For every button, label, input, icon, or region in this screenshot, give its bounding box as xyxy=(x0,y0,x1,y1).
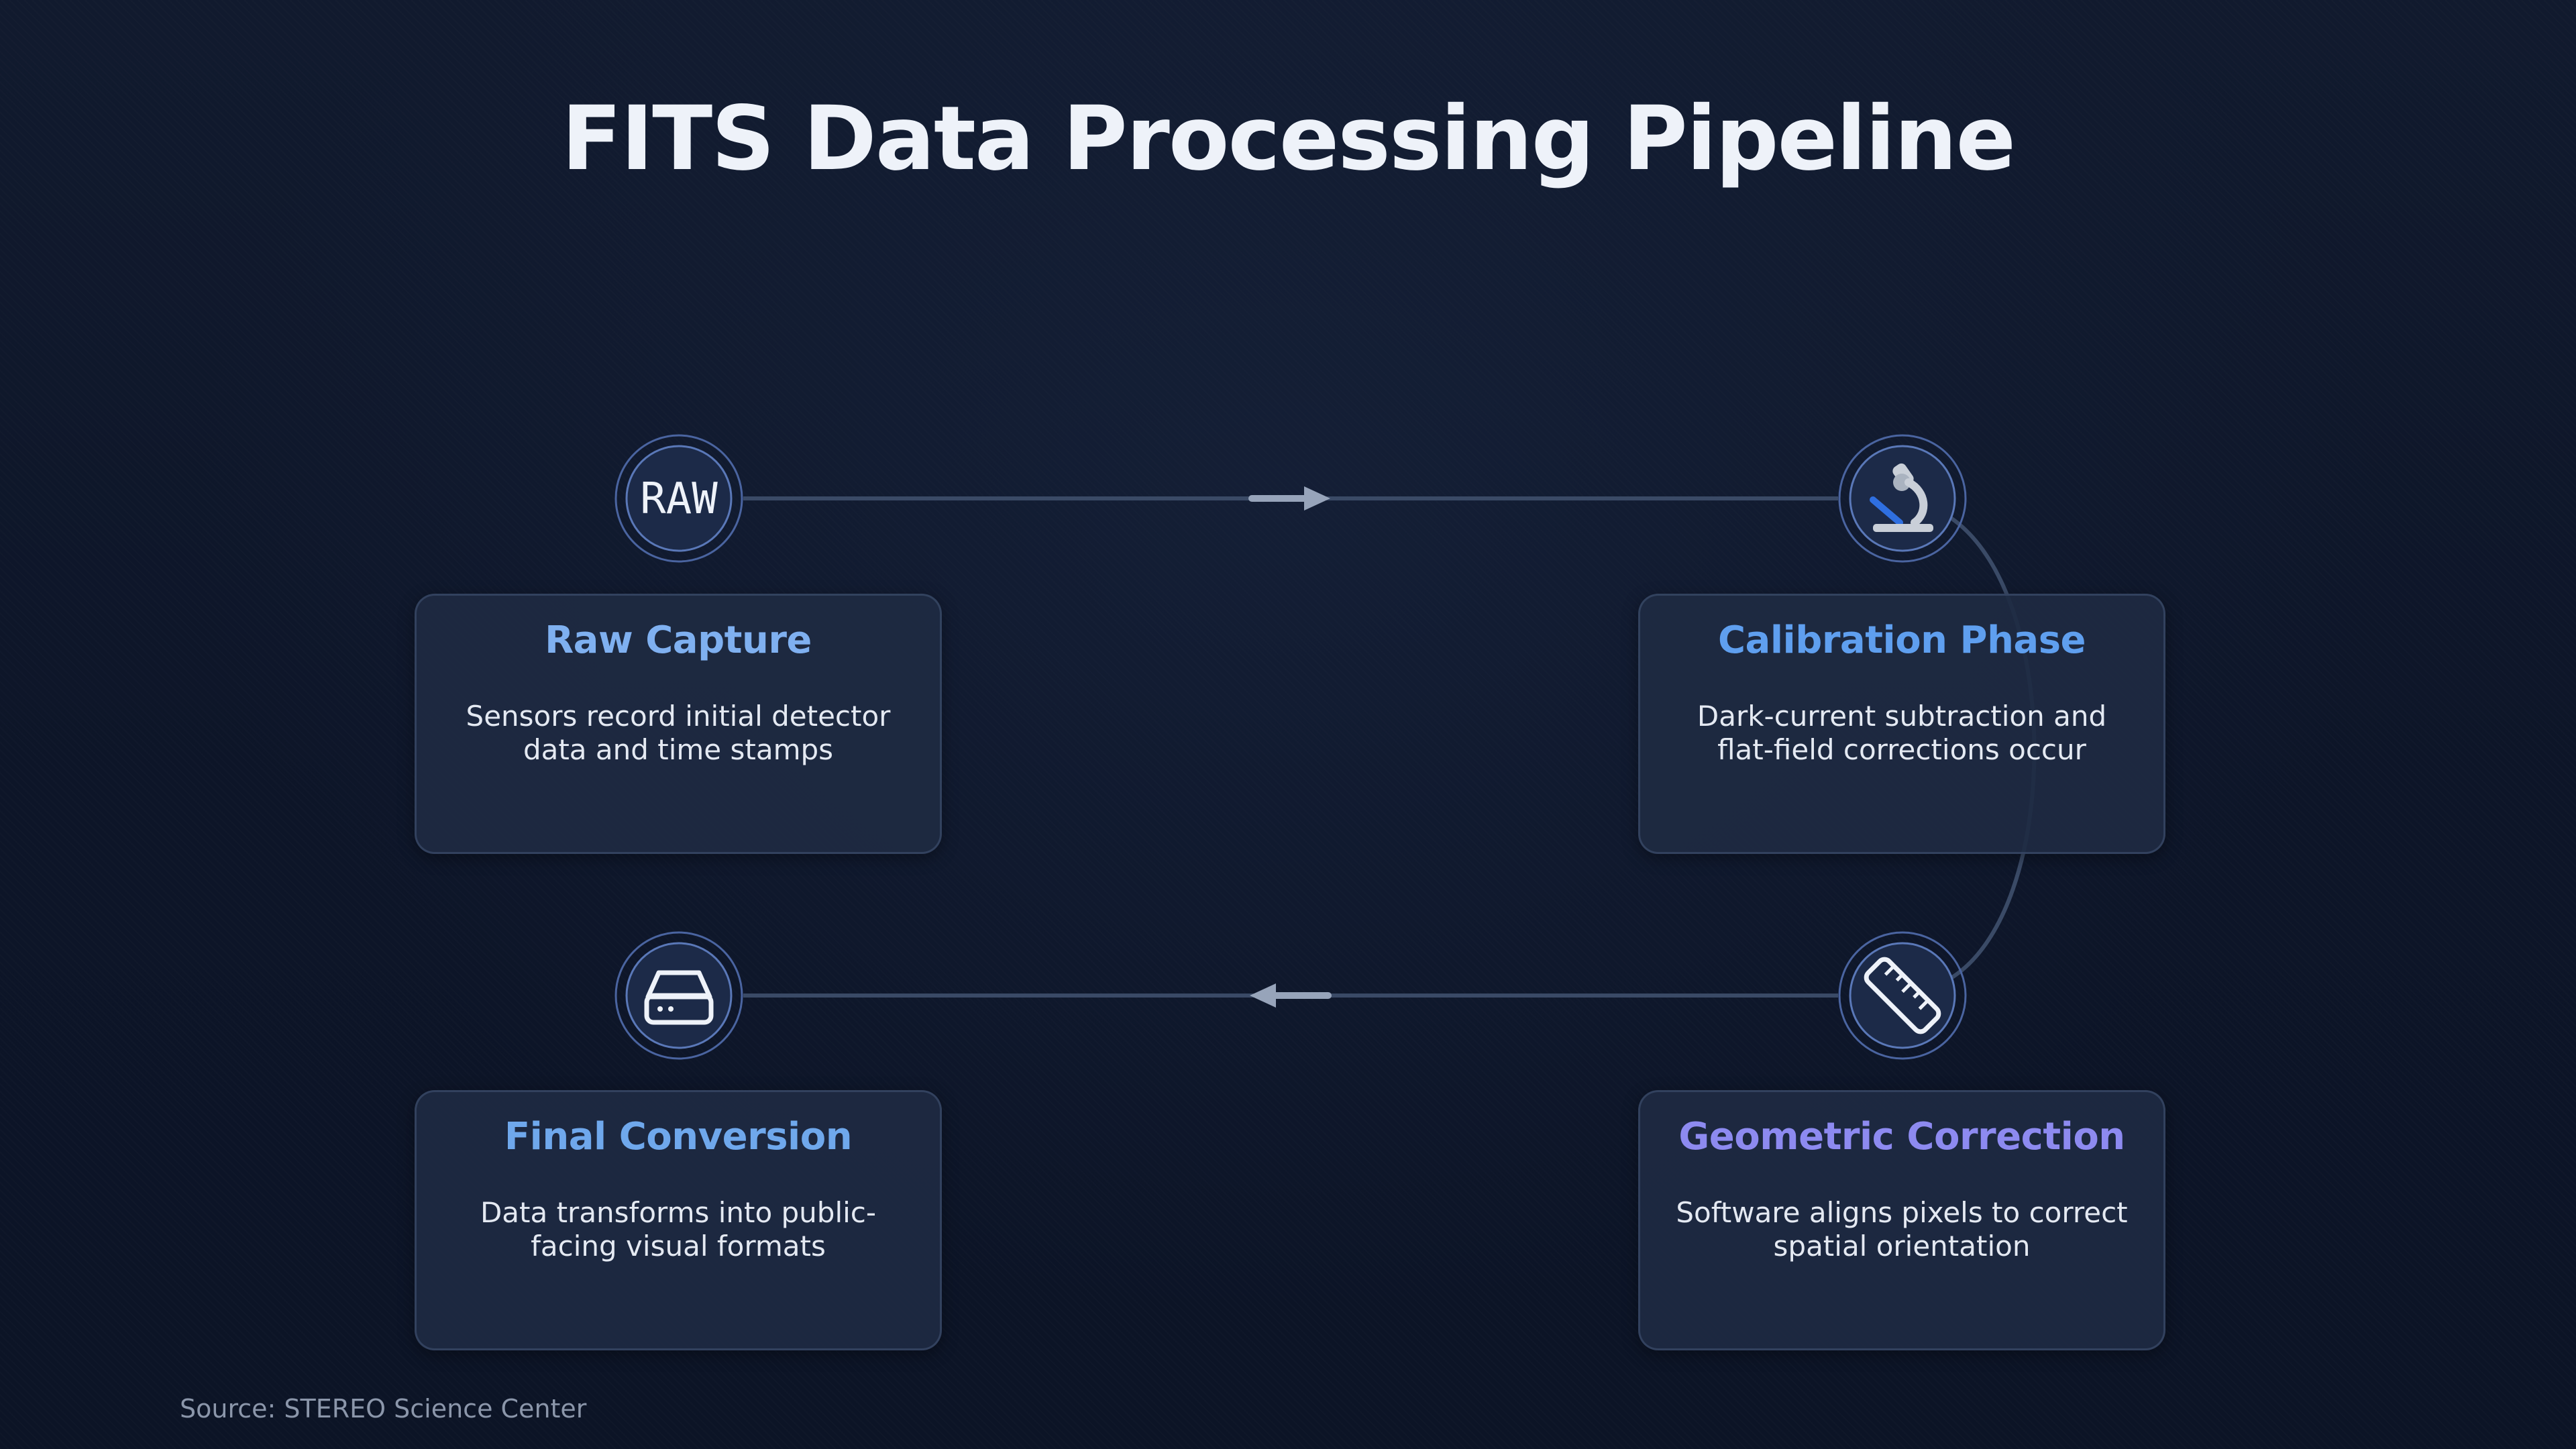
stage-node-final xyxy=(614,931,743,1060)
stage-title: Geometric Correction xyxy=(1678,1115,2125,1159)
hard-drive-icon xyxy=(614,931,743,1060)
stage-title: Final Conversion xyxy=(504,1115,853,1159)
stage-node-geometric xyxy=(1838,931,1967,1060)
page-title: FITS Data Processing Pipeline xyxy=(561,87,2016,191)
ruler-icon xyxy=(1838,931,1967,1060)
stage-title: Calibration Phase xyxy=(1717,619,2086,662)
svg-text:RAW: RAW xyxy=(640,474,718,524)
stage-description: Data transforms into public-facing visua… xyxy=(480,1196,877,1263)
stage-card-geometric-correction: Geometric Correction Software aligns pix… xyxy=(1638,1090,2165,1350)
stage-description: Software aligns pixels to correct spatia… xyxy=(1676,1196,2128,1263)
stage-node-raw: RAW xyxy=(614,434,743,563)
stage-card-final-conversion: Final Conversion Data transforms into pu… xyxy=(415,1090,942,1350)
stage-title: Raw Capture xyxy=(545,619,812,662)
arrow-left-icon xyxy=(1250,983,1332,1008)
stage-card-calibration-phase: Calibration Phase Dark-current subtracti… xyxy=(1638,594,2165,854)
stage-card-raw-capture: Raw Capture Sensors record initial detec… xyxy=(415,594,942,854)
raw-icon: RAW xyxy=(614,434,743,563)
stage-node-calibration xyxy=(1838,434,1967,563)
stage-description: Sensors record initial detector data and… xyxy=(466,700,891,766)
arrow-right-icon xyxy=(1248,486,1330,511)
stage-description: Dark-current subtraction and flat-field … xyxy=(1697,700,2107,766)
microscope-icon xyxy=(1838,434,1967,563)
source-note: Source: STEREO Science Center xyxy=(180,1394,587,1424)
